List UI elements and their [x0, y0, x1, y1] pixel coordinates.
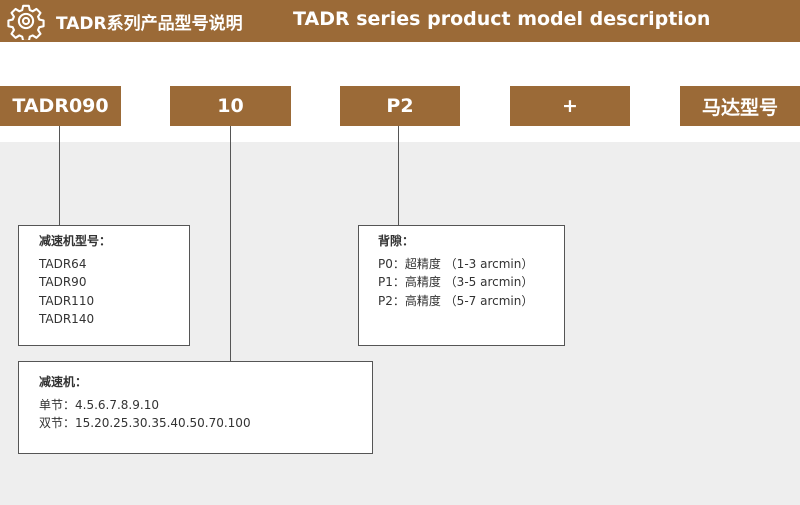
ratio-item: 单节：4.5.6.7.8.9.10	[39, 397, 159, 412]
ratio-info-box: 减速机： 单节：4.5.6.7.8.9.10 双节：15.20.25.30.35…	[18, 361, 373, 454]
connector-ratio	[230, 126, 231, 362]
ratio-box-title: 减速机：	[39, 375, 88, 389]
model-code-backlash: P2	[340, 86, 460, 126]
connector-series	[59, 126, 60, 225]
series-info-box: 减速机型号： TADR64 TADR90 TADR110 TADR140	[18, 225, 190, 346]
series-item: TADR140	[39, 312, 95, 326]
model-code-motor: 马达型号	[680, 86, 800, 126]
series-box-title: 减速机型号：	[39, 234, 112, 248]
header-bar: TADR系列产品型号说明 TADR series product model d…	[0, 0, 800, 42]
backlash-info-box: 背隙： P0：超精度 （1-3 arcmin） P1：高精度 （3-5 arcm…	[358, 225, 565, 346]
header-title-en: TADR series product model description	[293, 8, 711, 30]
backlash-item: P2：高精度 （5-7 arcmin）	[378, 293, 534, 308]
backlash-item: P1：高精度 （3-5 arcmin）	[378, 275, 534, 289]
series-item: TADR64	[39, 256, 87, 271]
connector-backlash	[398, 126, 399, 225]
gear-icon	[7, 4, 45, 40]
series-item: TADR110	[39, 293, 95, 308]
model-code-series: TADR090	[0, 86, 121, 126]
backlash-item: P0：超精度 （1-3 arcmin）	[378, 256, 534, 271]
model-code-plus: +	[510, 86, 630, 126]
ratio-item: 双节：15.20.25.30.35.40.50.70.100	[39, 416, 251, 430]
series-item: TADR90	[39, 275, 87, 289]
model-code-ratio: 10	[170, 86, 291, 126]
backlash-box-title: 背隙：	[378, 234, 415, 248]
header-title-cn: TADR系列产品型号说明	[56, 14, 243, 34]
